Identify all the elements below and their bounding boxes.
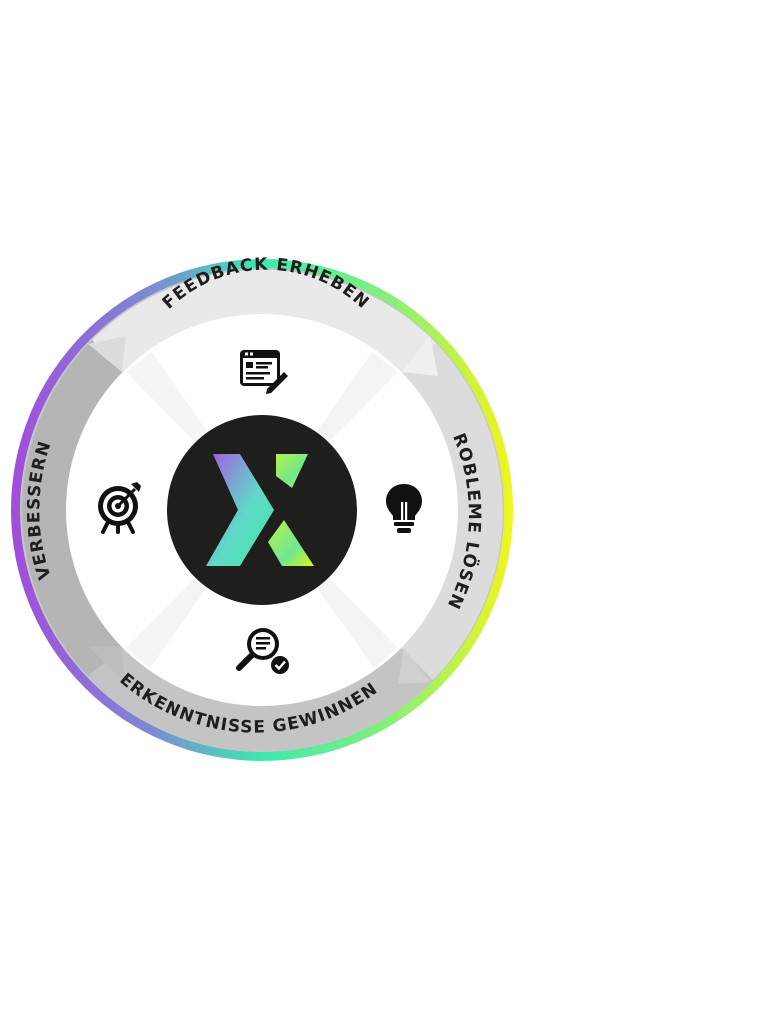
segment-left (22, 340, 124, 676)
lightbulb-icon (386, 484, 422, 533)
form-edit-icon (240, 350, 288, 394)
arrow-top-right (402, 336, 438, 376)
arrow-bottom-left (88, 646, 124, 682)
arrow-bottom-right (398, 648, 430, 684)
magnifier-check-icon (236, 628, 289, 674)
segment-top (92, 269, 436, 378)
x-logo (206, 454, 314, 566)
target-icon (98, 482, 141, 534)
arrow-top-left (88, 336, 126, 372)
segment-right (397, 343, 503, 680)
segment-bottom (88, 645, 433, 751)
